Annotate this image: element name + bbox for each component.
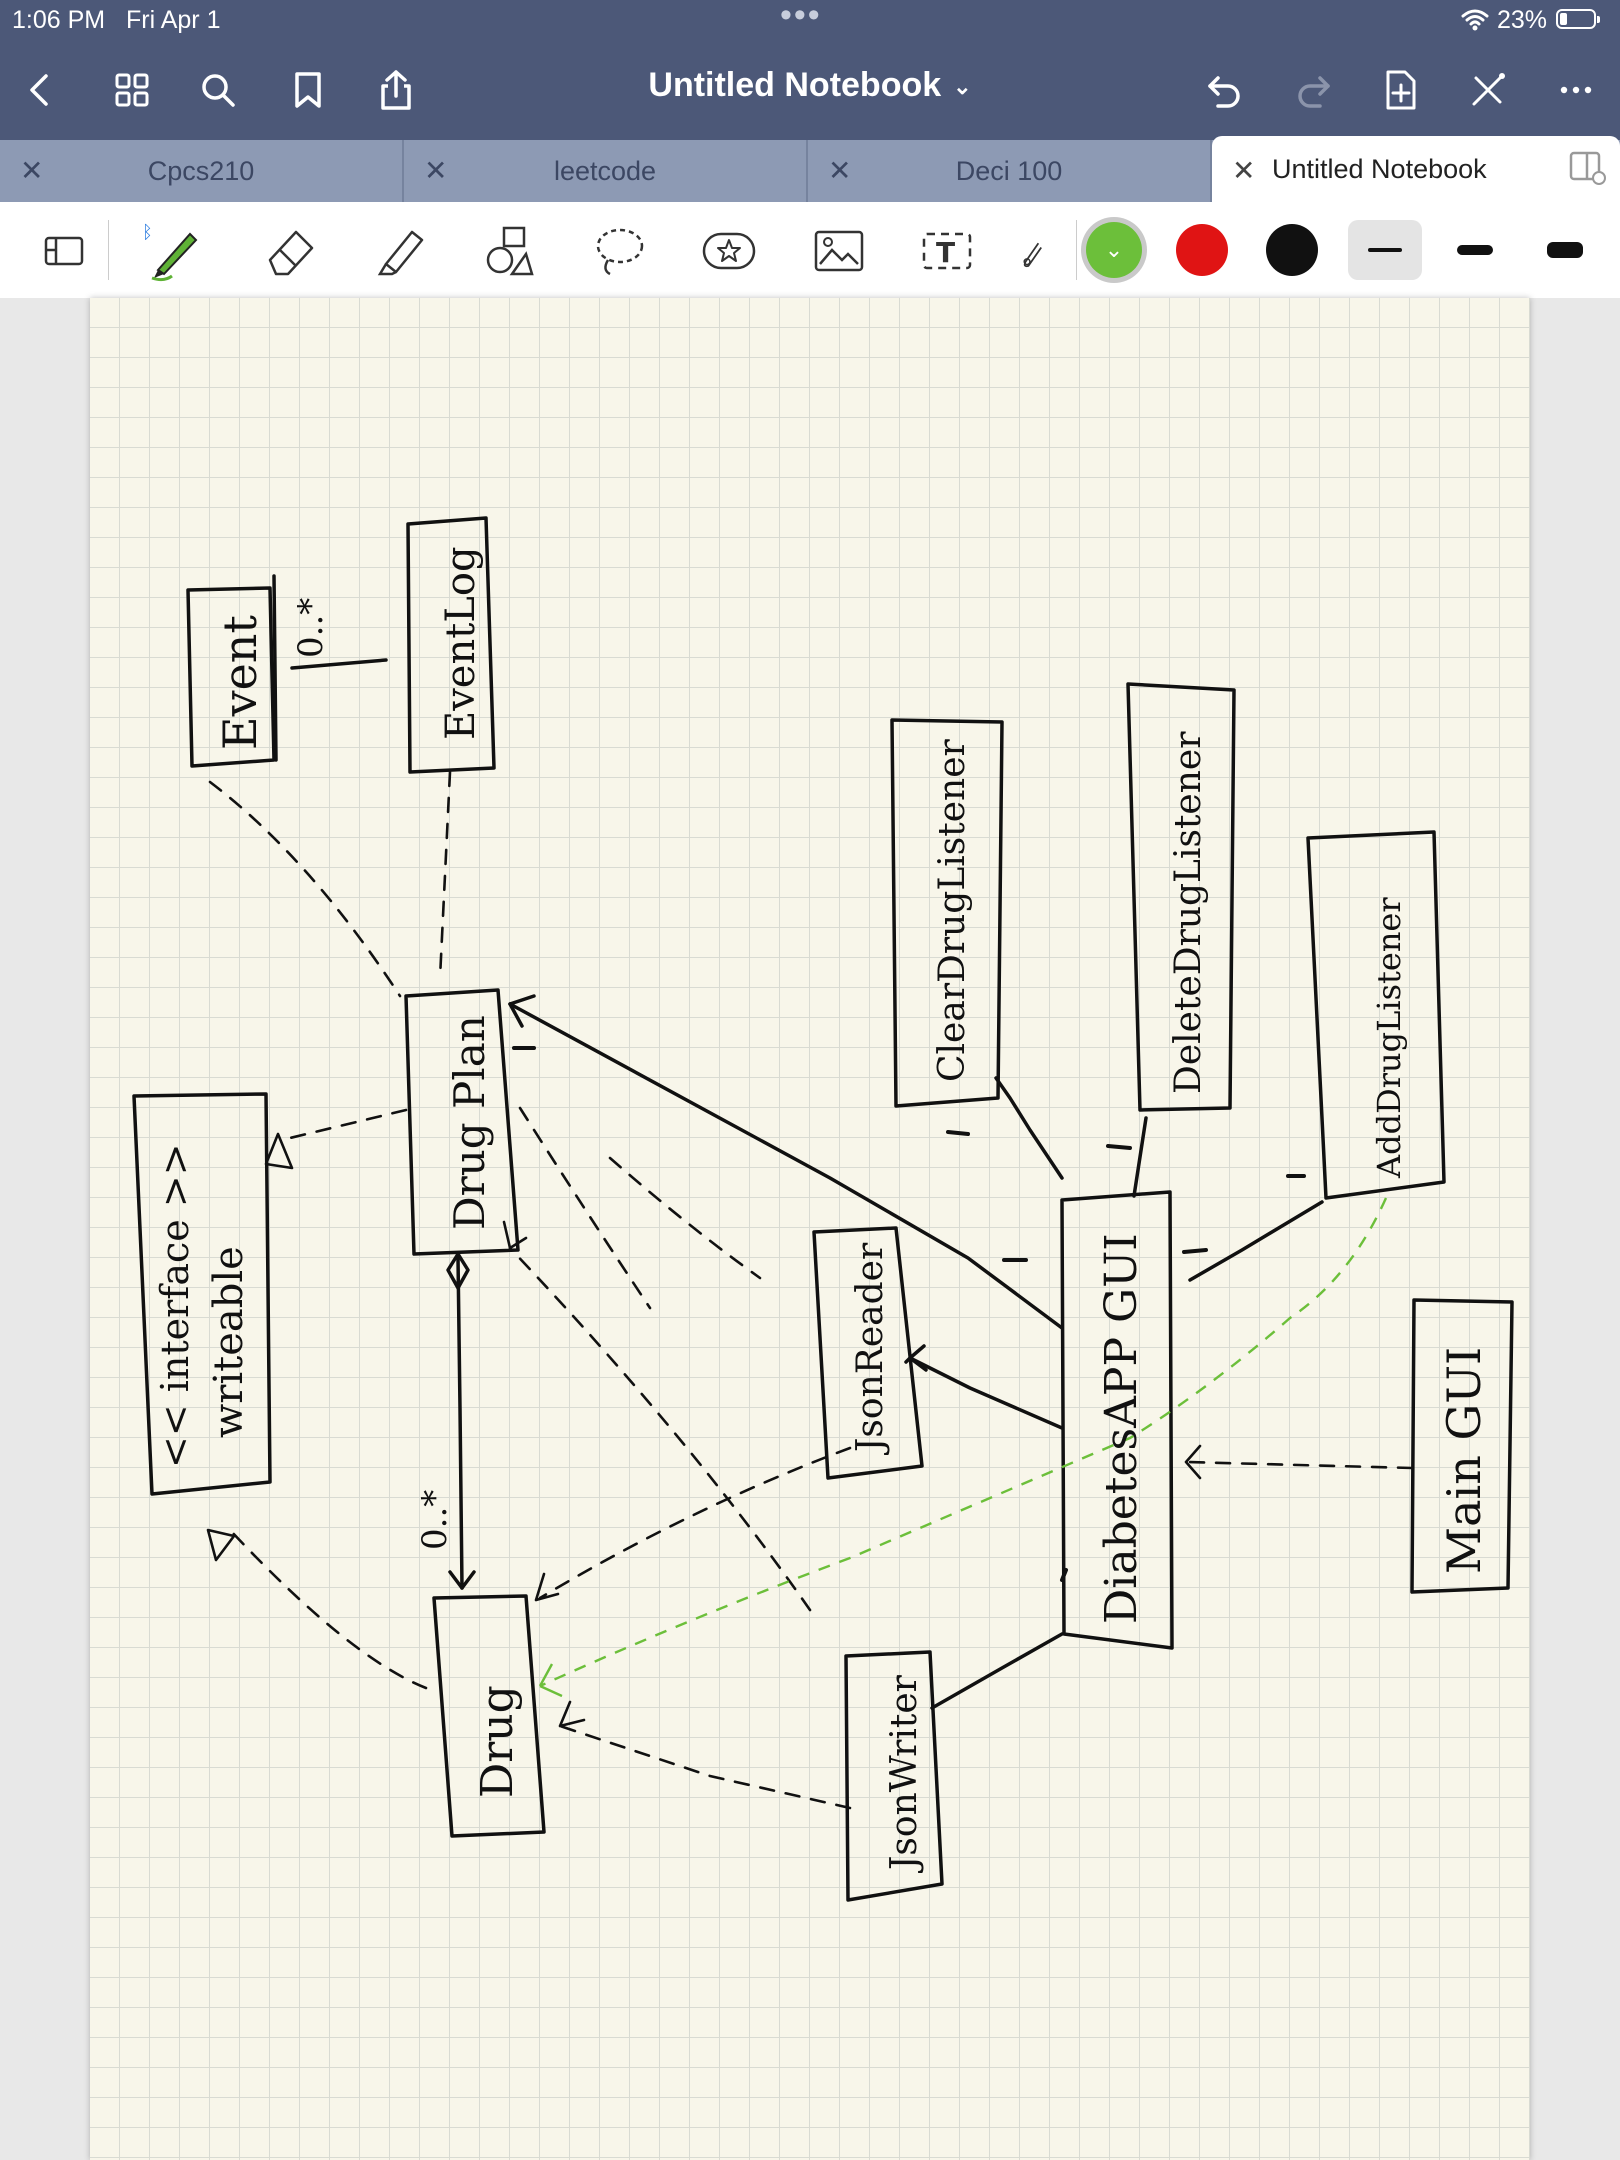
svg-text:T: T xyxy=(936,236,955,269)
tab-label: Untitled Notebook xyxy=(1272,154,1487,184)
clear-listener-label: ClearDrugListener xyxy=(932,739,973,1082)
nav-bar: Untitled Notebook⌄ xyxy=(0,40,1620,140)
event-box xyxy=(186,586,276,768)
bookmark-icon[interactable] xyxy=(280,62,336,118)
add-page-icon[interactable] xyxy=(1372,62,1428,118)
chevron-down-icon: ⌄ xyxy=(1104,237,1124,262)
drug-box xyxy=(432,1594,546,1838)
clear-drug-listener-box xyxy=(890,718,1004,1108)
add-drug-listener-box xyxy=(1306,830,1446,1200)
json-reader-box xyxy=(812,1226,924,1480)
add-listener-label: AddDrugListener xyxy=(1370,897,1408,1179)
tools-icon[interactable] xyxy=(1460,62,1516,118)
battery-icon xyxy=(1556,9,1600,29)
crop-icon[interactable] xyxy=(30,216,100,286)
multiplicity-bottom-label: 0..* xyxy=(415,1490,455,1550)
grid-view-icon[interactable] xyxy=(104,62,160,118)
app-gui-label: DiabetesAPP GUI xyxy=(1096,1233,1147,1624)
event-label: Event xyxy=(213,615,267,750)
status-bar: 1:06 PM Fri Apr 1 ••• 23% xyxy=(0,0,1620,40)
main-gui-box xyxy=(1410,1298,1514,1594)
eraser-icon[interactable] xyxy=(254,216,324,286)
main-gui-label: Main GUI xyxy=(1437,1347,1491,1574)
search-icon[interactable] xyxy=(190,62,246,118)
writeable-label: writeable xyxy=(206,1246,252,1438)
drug-plan-box xyxy=(404,988,520,1256)
image-icon[interactable] xyxy=(804,216,874,286)
shapes-icon[interactable] xyxy=(474,216,544,286)
multiplicity-top-label: 0..* xyxy=(291,598,331,658)
json-writer-box xyxy=(844,1650,944,1902)
tab-label: Cpcs210 xyxy=(147,156,255,186)
highlighter-icon[interactable] xyxy=(364,216,434,286)
battery-percentage: 23% xyxy=(1497,6,1548,34)
event-log-label: EventLog xyxy=(438,546,484,740)
drug-plan-label: Drug Plan xyxy=(445,1015,494,1230)
notebook-title[interactable]: Untitled Notebook⌄ xyxy=(648,66,972,104)
svg-text:ᛒ: ᛒ xyxy=(144,222,153,243)
pen-icon[interactable]: ᛒ xyxy=(140,216,210,286)
tab-cpcs210[interactable]: ✕ Cpcs210 xyxy=(0,140,404,202)
date: Fri Apr 1 xyxy=(126,6,221,34)
close-icon[interactable]: ✕ xyxy=(424,155,448,186)
json-writer-label: JsonWriter xyxy=(884,1674,925,1874)
text-icon[interactable]: T xyxy=(912,216,982,286)
laser-pointer-icon[interactable] xyxy=(1010,216,1054,286)
grid-paper-page[interactable]: Event EventLog 0..* << interface >> writ… xyxy=(90,298,1530,2160)
stroke-medium-option[interactable] xyxy=(1438,220,1512,280)
uml-sketch: Event EventLog 0..* << interface >> writ… xyxy=(132,516,1514,1902)
json-reader-label: JsonReader xyxy=(850,1242,891,1456)
tab-bar: ✕ Cpcs210 ✕ leetcode ✕ Deci 100 ✕ Untitl… xyxy=(0,136,1620,202)
toolbar-divider xyxy=(108,220,109,280)
more-options-icon[interactable] xyxy=(1548,62,1604,118)
color-red-swatch[interactable] xyxy=(1176,224,1228,276)
green-dependency-line xyxy=(539,1197,1388,1688)
back-icon[interactable] xyxy=(14,62,70,118)
drawing-toolbar: ᛒ T ⌄ xyxy=(0,202,1620,299)
interface-stereotype-label: << interface >> xyxy=(153,1143,197,1468)
tab-leetcode[interactable]: ✕ leetcode xyxy=(404,140,808,202)
color-green-swatch[interactable]: ⌄ xyxy=(1086,222,1142,278)
stroke-thin-option[interactable] xyxy=(1348,220,1422,280)
drug-label: Drug xyxy=(472,1685,523,1798)
tab-deci-100[interactable]: ✕ Deci 100 xyxy=(808,140,1212,202)
sticker-icon[interactable] xyxy=(694,216,764,286)
color-black-swatch[interactable] xyxy=(1266,224,1318,276)
tab-label: Deci 100 xyxy=(955,156,1063,186)
new-tab-icon[interactable] xyxy=(1568,148,1606,186)
event-association-line xyxy=(290,658,388,670)
writeable-interface-box xyxy=(132,1092,272,1496)
lasso-icon[interactable] xyxy=(584,216,654,286)
close-icon[interactable]: ✕ xyxy=(828,155,852,186)
tab-untitled-notebook[interactable]: ✕ Untitled Notebook xyxy=(1212,136,1620,202)
close-icon[interactable]: ✕ xyxy=(1232,155,1256,186)
delete-drug-listener-box xyxy=(1126,682,1236,1112)
delete-listener-label: DeleteDrugListener xyxy=(1168,731,1209,1094)
undo-icon[interactable] xyxy=(1196,62,1252,118)
toolbar-divider xyxy=(1076,220,1077,280)
share-icon[interactable] xyxy=(368,62,424,118)
wifi-icon xyxy=(1461,9,1489,31)
notebook-canvas[interactable]: Event EventLog 0..* << interface >> writ… xyxy=(0,298,1620,2160)
chevron-down-icon[interactable]: ⌄ xyxy=(953,74,972,100)
clock: 1:06 PM xyxy=(12,6,106,34)
stroke-thick-option[interactable] xyxy=(1528,220,1602,280)
event-log-box xyxy=(406,516,496,774)
multitasking-dots-icon[interactable]: ••• xyxy=(780,0,822,34)
redo-icon[interactable] xyxy=(1286,62,1342,118)
tab-label: leetcode xyxy=(553,156,657,186)
close-icon[interactable]: ✕ xyxy=(20,155,44,186)
